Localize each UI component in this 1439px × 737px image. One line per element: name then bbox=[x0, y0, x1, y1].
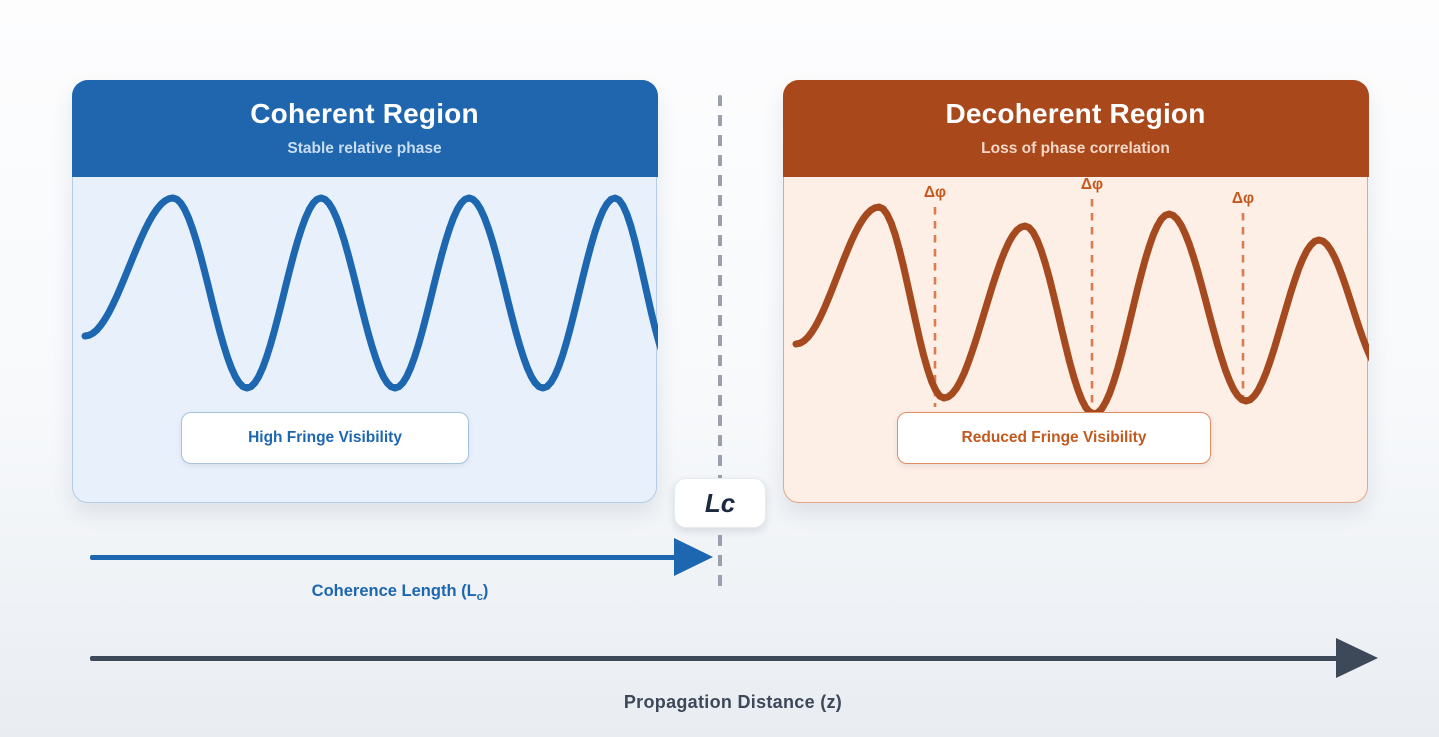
coherent-region-title: Coherent Region bbox=[250, 97, 479, 129]
decoherent-region-panel: Decoherent Region Loss of phase correlat… bbox=[782, 79, 1369, 504]
coherence-length-marker-label: Lc bbox=[704, 487, 736, 518]
coherent-region-body: High Fringe Visibility bbox=[73, 176, 658, 504]
phase-shift-label: Δφ bbox=[1081, 176, 1103, 193]
coherence-length-marker-box: Lc bbox=[674, 478, 766, 528]
high-fringe-visibility-badge: High Fringe Visibility bbox=[181, 412, 469, 464]
decoherent-region-header: Decoherent Region Loss of phase correlat… bbox=[782, 79, 1369, 177]
coherence-length-axis-label: Coherence Length (Lc) bbox=[311, 582, 489, 603]
decoherent-region-subtitle: Loss of phase correlation bbox=[981, 139, 1170, 157]
reduced-fringe-visibility-badge: Reduced Fringe Visibility bbox=[897, 412, 1211, 464]
phase-shift-label: Δφ bbox=[924, 184, 946, 201]
coherence-length-arrowhead-icon bbox=[674, 538, 713, 576]
coherent-region-header: Coherent Region Stable relative phase bbox=[71, 79, 658, 177]
phase-shift-label: Δφ bbox=[1232, 190, 1254, 207]
propagation-axis-line bbox=[90, 656, 1338, 661]
coherent-region-panel: Coherent Region Stable relative phase Hi… bbox=[71, 79, 658, 504]
propagation-axis-label: Propagation Distance (z) bbox=[623, 692, 843, 712]
coherent-region-subtitle: Stable relative phase bbox=[287, 139, 442, 157]
decoherent-region-title: Decoherent Region bbox=[945, 97, 1206, 129]
coherence-boundary-dashed-line bbox=[718, 95, 722, 590]
coherence-length-arrow-line bbox=[90, 555, 676, 560]
propagation-axis-arrowhead-icon bbox=[1336, 638, 1378, 678]
coherent-wave-plot bbox=[81, 194, 658, 392]
